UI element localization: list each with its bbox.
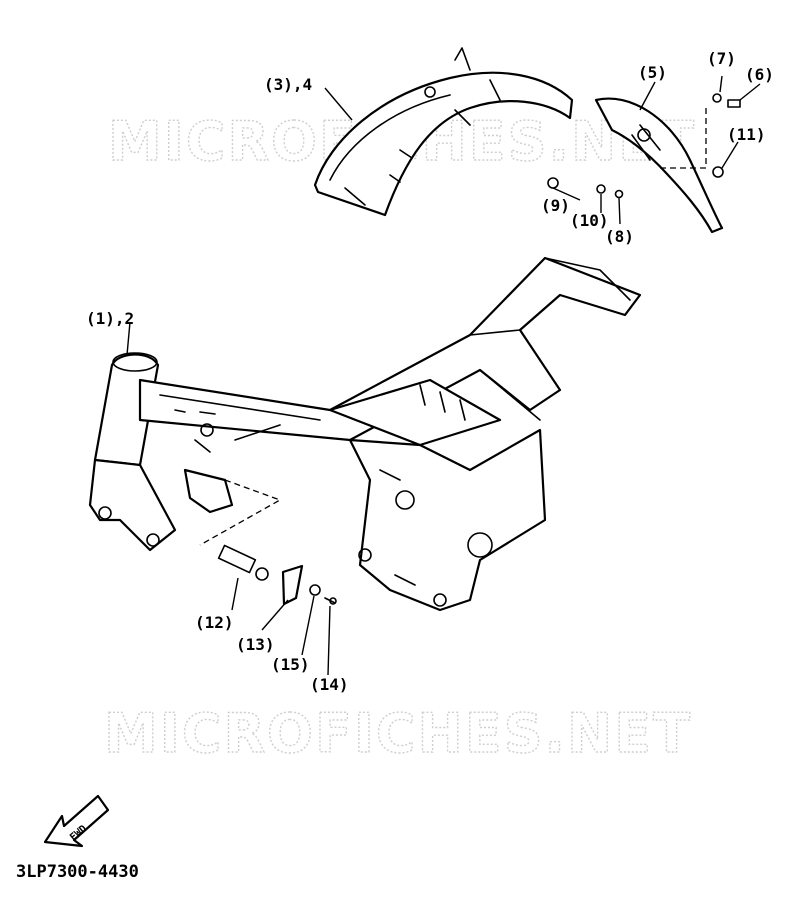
fwd-arrow-icon: FWD (43, 794, 110, 848)
diagram-code: 3LP7300-4430 (16, 862, 139, 882)
callout-3-4: (3),4 (264, 75, 312, 94)
sensor-assembly (199, 479, 337, 676)
callout-15: (15) (271, 655, 310, 674)
callout-5: (5) (638, 63, 667, 82)
callout-9: (9) (541, 196, 570, 215)
rear-fender (313, 47, 574, 217)
callout-7: (7) (707, 49, 736, 68)
callout-11: (11) (727, 125, 766, 144)
callout-14: (14) (310, 675, 349, 694)
callout-12: (12) (195, 613, 234, 632)
hardware-top-right (547, 75, 761, 225)
main-frame (88, 256, 642, 612)
watermark-bottom: MICROFICHES.NET (104, 702, 692, 765)
callout-1-2: (1),2 (86, 309, 134, 328)
callout-8: (8) (605, 227, 634, 246)
callout-6: (6) (745, 65, 774, 84)
rear-flap (594, 81, 724, 234)
callout-10: (10) (570, 211, 609, 230)
callout-13: (13) (236, 635, 275, 654)
